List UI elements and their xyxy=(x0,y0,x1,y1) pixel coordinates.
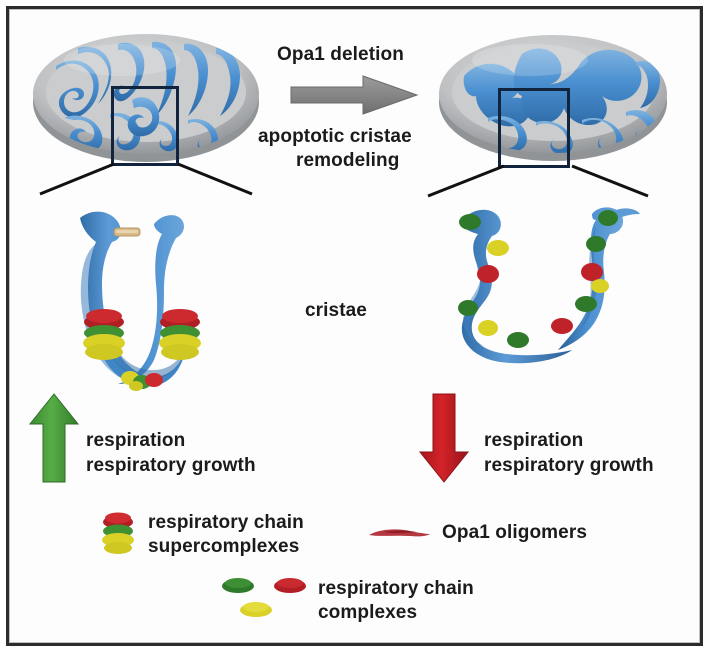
callout-lines-opa1-deleted xyxy=(424,164,652,200)
right-outcome-line2: respiratory growth xyxy=(484,455,654,476)
supercomplex-stack-right xyxy=(159,309,201,360)
zoom-box-wildtype xyxy=(111,86,179,166)
callout-lines-wildtype xyxy=(36,162,256,198)
stacked-discs-icon xyxy=(96,512,140,558)
right-outcome-line1: respiration xyxy=(484,430,584,451)
right-arrow-icon xyxy=(289,74,419,121)
mitochondrion-opa1-deleted xyxy=(430,26,680,176)
left-outcome-line1: respiration xyxy=(86,430,186,451)
cristae-wildtype xyxy=(62,200,262,408)
up-arrow-icon-respiration-increase xyxy=(28,392,80,489)
legend-opa1-oligomers-label: Opa1 oligomers xyxy=(442,522,587,543)
opa1-oligomer-bridge xyxy=(113,227,141,237)
transition-sublabel-line1: apoptotic cristae xyxy=(258,126,412,147)
rod-icon xyxy=(366,524,432,544)
legend-complexes-line2: complexes xyxy=(318,602,418,623)
left-outcome-line2: respiratory growth xyxy=(86,455,256,476)
separate-discs-icon xyxy=(216,576,314,622)
transition-sublabel-line2: remodeling xyxy=(296,150,400,171)
supercomplex-stack-left xyxy=(83,309,125,360)
zoom-box-opa1-deleted xyxy=(498,88,570,168)
legend-supercomplexes-line2: supercomplexes xyxy=(148,536,300,557)
legend-supercomplexes-line1: respiratory chain xyxy=(148,512,304,533)
down-arrow-icon-respiration-decrease xyxy=(418,392,470,489)
cristae-opa1-deleted xyxy=(440,200,655,390)
legend-complexes-line1: respiratory chain xyxy=(318,578,474,599)
complexes-scattered-right xyxy=(458,210,618,348)
complexes-bottom-left xyxy=(121,371,163,391)
cristae-label: cristae xyxy=(305,300,367,321)
transition-label: Opa1 deletion xyxy=(277,44,404,65)
